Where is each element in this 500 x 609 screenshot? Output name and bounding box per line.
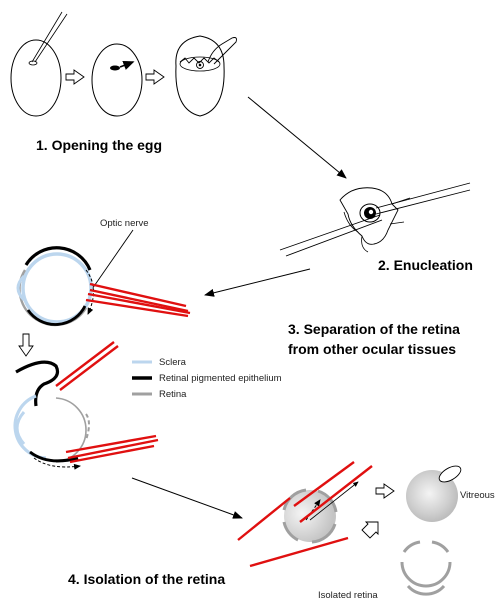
cornea-separating — [15, 411, 26, 445]
forceps-2-upper — [375, 182, 471, 209]
retina-with-vitreous — [282, 481, 359, 544]
vitreous-pull-arrow — [305, 499, 321, 521]
isolated-retina-cup — [400, 540, 452, 596]
embryo-eye-icon — [196, 61, 204, 69]
vitreous-body — [406, 465, 462, 522]
forceps-red-bottom — [65, 434, 159, 464]
step1-label: 1. Opening the egg — [36, 137, 162, 153]
egg-1-window — [28, 60, 38, 66]
vitreous-lens-icon — [438, 465, 462, 483]
forceps-1 — [31, 11, 63, 63]
optic-nerve-label: Optic nerve — [100, 218, 149, 229]
eye-separating — [13, 360, 90, 470]
forceps-2-lower — [279, 214, 381, 251]
forceps-red-isolation — [237, 461, 373, 568]
cornea-whole — [16, 274, 26, 302]
eye-whole — [16, 246, 94, 327]
egg-3-opening — [179, 57, 220, 64]
forceps-red-middle — [55, 341, 119, 391]
egg-1 — [10, 11, 68, 117]
embryo-head — [339, 187, 399, 245]
rpe-peeling — [15, 360, 60, 407]
egg-2 — [91, 43, 143, 117]
vitreous-label: Vitreous — [460, 490, 495, 501]
sclera-separating — [13, 394, 47, 460]
legend-label-sclera: Sclera — [159, 357, 187, 368]
enucleation-illustration — [279, 182, 471, 257]
legend-label-rpe: Retinal pigmented epithelium — [159, 373, 282, 384]
arrow-3-to-4 — [131, 477, 243, 519]
arrow-1-to-2 — [247, 96, 347, 179]
legend-label-retina: Retina — [159, 389, 187, 400]
hollow-arrow-down — [18, 333, 34, 357]
hand-icon — [207, 37, 237, 65]
egg-2-arrow — [119, 60, 135, 70]
legend: Sclera Retinal pigmented epithelium Reti… — [132, 357, 282, 400]
step3-label-line2: from other ocular tissues — [288, 341, 456, 357]
step2-label: 2. Enucleation — [378, 257, 473, 273]
dashed-rotation-arrow-bottom — [33, 457, 81, 470]
egg-3 — [175, 35, 237, 117]
rpe-layer-whole — [24, 246, 92, 271]
step4-label: 4. Isolation of the retina — [68, 571, 225, 587]
rpe-bottom-sep — [29, 450, 79, 463]
hollow-arrow-to-vitreous — [375, 483, 395, 499]
step3-label-line1: 3. Separation of the retina — [288, 321, 460, 337]
isolated-retina-label: Isolated retina — [318, 590, 378, 601]
forceps-red-top — [85, 282, 191, 318]
hollow-arrow-to-retina — [361, 521, 379, 539]
retina-separating — [55, 397, 87, 463]
hollow-arrow-1 — [65, 69, 85, 85]
optic-nerve-pointer — [89, 229, 134, 293]
arrow-2-to-3 — [204, 268, 311, 297]
hollow-arrow-2 — [145, 69, 165, 85]
